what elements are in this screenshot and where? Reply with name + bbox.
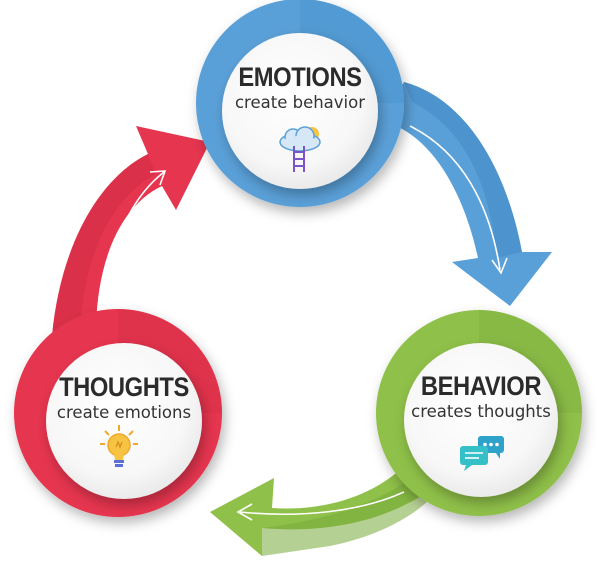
chat-bubbles-icon: [460, 436, 504, 471]
emotions-title: EMOTIONS: [238, 62, 362, 92]
lightbulb-icon: [100, 425, 138, 467]
thoughts-title: THOUGHTS: [59, 372, 189, 402]
arrow-emotions-to-behavior: [380, 82, 552, 306]
thoughts-subtitle: create emotions: [56, 403, 192, 422]
arrow-behavior-to-thoughts: [210, 462, 440, 556]
thoughts-label: THOUGHTS create emotions: [40, 372, 208, 424]
cloud-ladder-icon: [279, 126, 321, 172]
arrow-thoughts-to-emotions: [52, 126, 210, 336]
behavior-label: BEHAVIOR creates thoughts: [398, 371, 564, 423]
emotions-subtitle: create behavior: [234, 93, 366, 112]
node-behavior: [376, 310, 582, 516]
behavior-subtitle: creates thoughts: [411, 402, 551, 421]
emotions-label: EMOTIONS create behavior: [222, 62, 378, 114]
node-thoughts: [14, 309, 222, 517]
node-emotions: [196, 0, 404, 207]
behavior-title: BEHAVIOR: [420, 371, 542, 401]
